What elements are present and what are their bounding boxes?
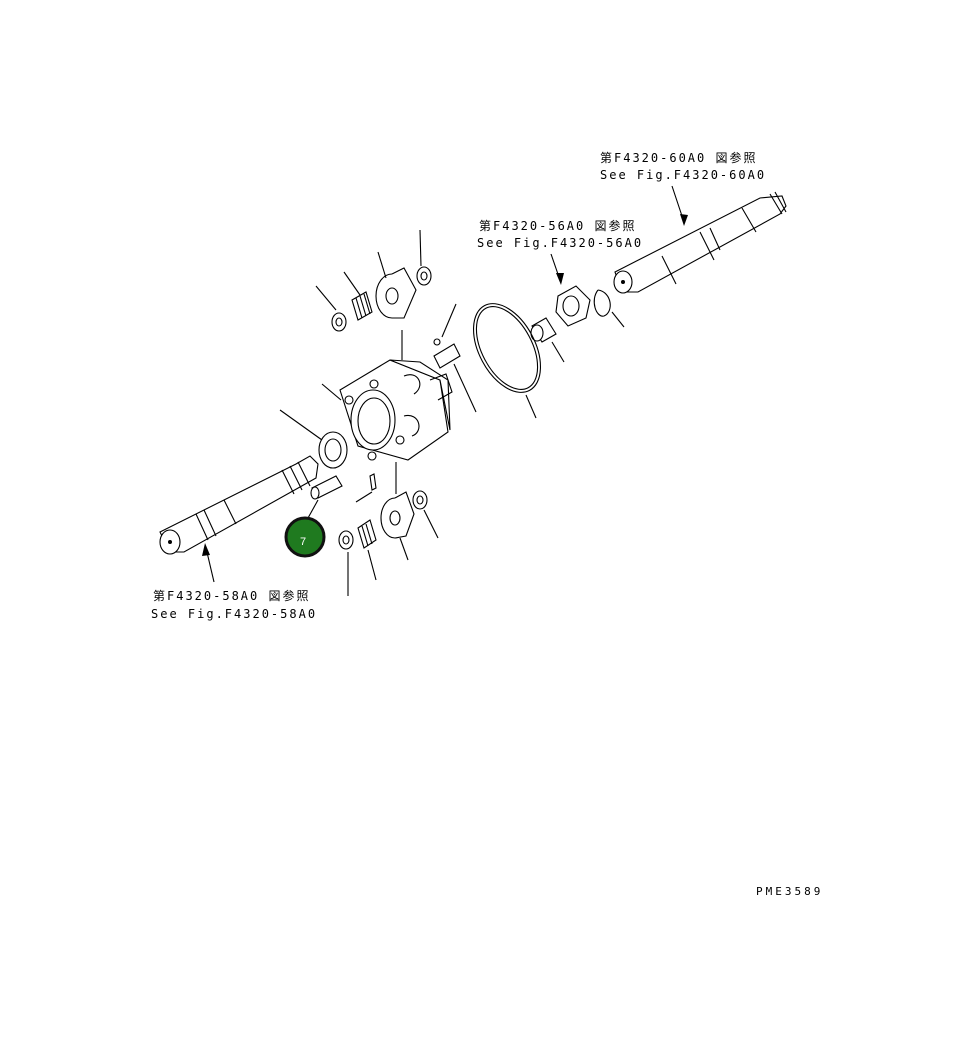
ref-f4320-60a0-jp: 第F4320-60A0 図参照: [600, 150, 757, 165]
upper-planet-group: [315, 229, 432, 332]
dowel-pin: [433, 303, 477, 413]
part-7-label: 7: [300, 536, 306, 548]
ref-f4320-60a0-en: See Fig.F4320-60A0: [600, 168, 766, 182]
drawing-id: PME3589: [756, 885, 823, 898]
ref-f4320-56a0-en: See Fig.F4320-56A0: [477, 236, 643, 250]
ref-f4320-58a0-en: See Fig.F4320-58A0: [151, 607, 317, 621]
o-ring: [472, 303, 542, 419]
ref-f4320-58a0-jp: 第F4320-58A0 図参照: [153, 588, 310, 603]
upper-shaft: [613, 191, 787, 294]
reference-arrows: [202, 185, 688, 583]
ref-f4320-56a0-jp: 第F4320-56A0 図参照: [479, 218, 636, 233]
lower-planet-group: [338, 490, 439, 596]
hotspot-leader: [307, 499, 319, 519]
carrier-housing: [321, 330, 453, 494]
lower-shaft: [159, 455, 319, 555]
carrier-bearing: [279, 409, 348, 469]
collar-and-circlip: [530, 285, 625, 363]
part-7-hotspot[interactable]: 7: [284, 516, 326, 558]
spacer-pin: [310, 473, 377, 503]
